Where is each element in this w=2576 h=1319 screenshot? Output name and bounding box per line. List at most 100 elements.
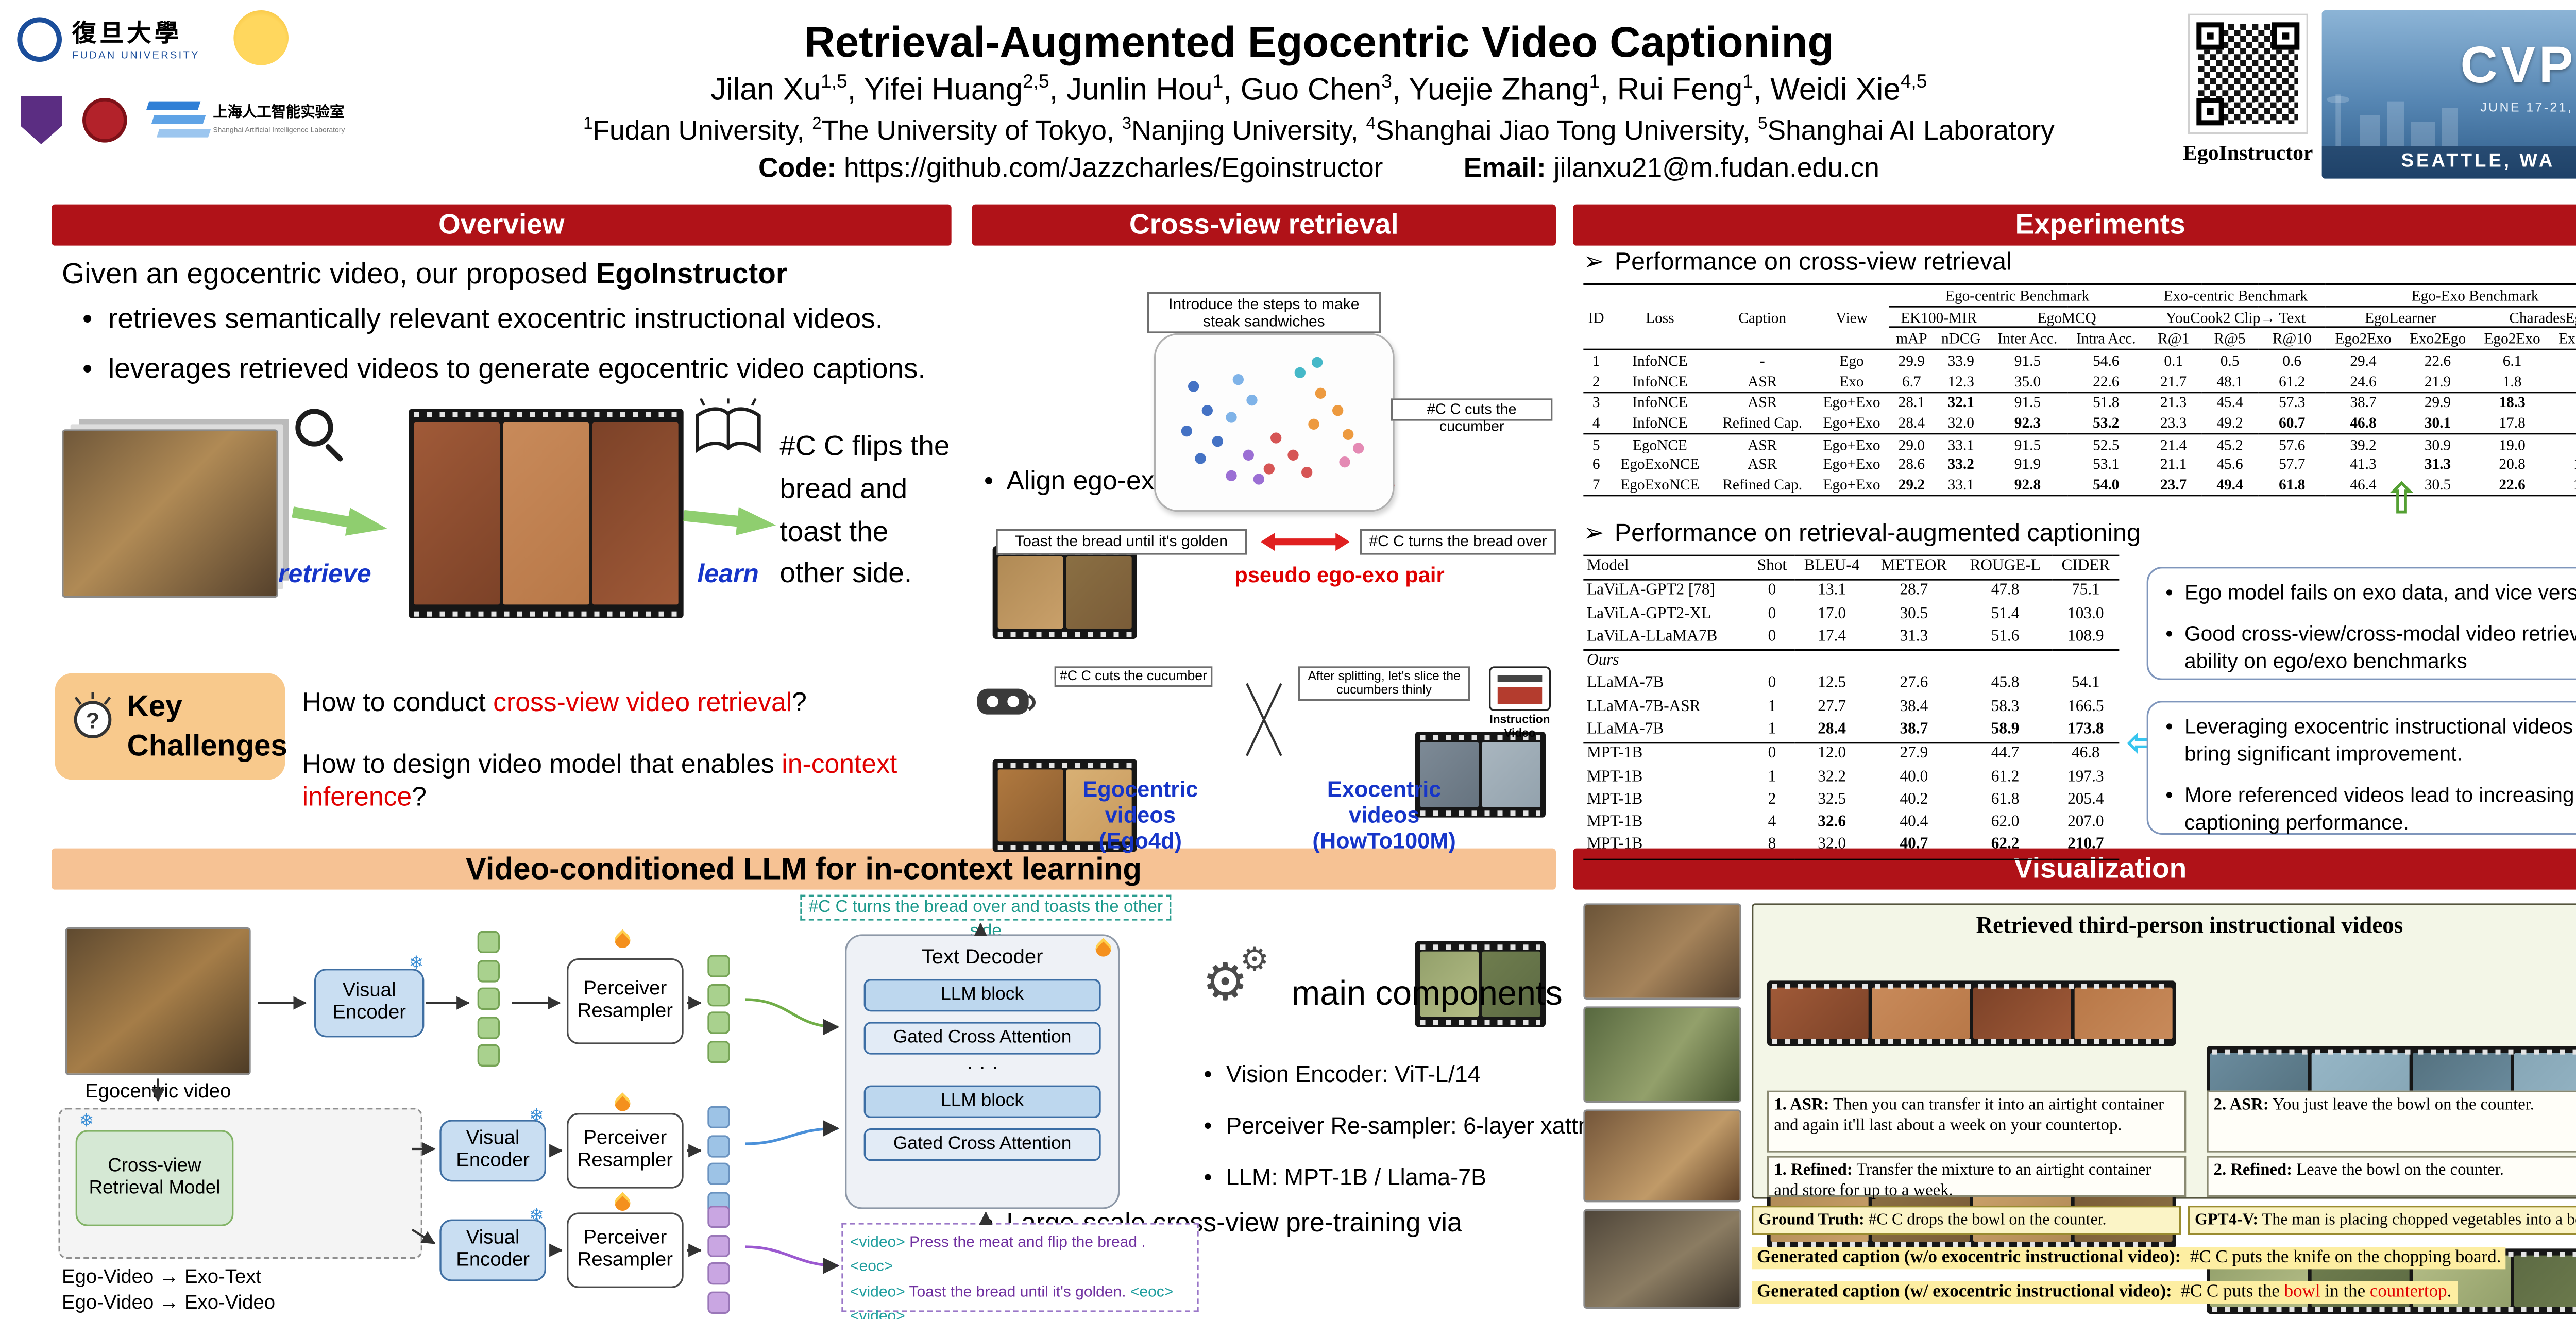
author: Yifei Huang2,5	[864, 72, 1049, 107]
ego-videos-label: Egocentric videos (Ego4d)	[1082, 776, 1198, 854]
visual-token	[707, 983, 730, 1006]
overview-caption: #C C flips the bread and toast the other…	[779, 431, 950, 590]
key-challenges-box: ? Key Challenges	[55, 673, 287, 780]
gated-cross-attention-1: Gated Cross Attention	[863, 1022, 1101, 1055]
overview-bullet-2: leverages retrieved videos to generate e…	[79, 353, 946, 391]
table-cell: 103.0	[2067, 605, 2104, 623]
table-cell: LaViLA-LLaMA7B	[1586, 628, 1718, 646]
generated-caption-without: Generated caption (w/o exocentric instru…	[1751, 1246, 2576, 1270]
decoder-ellipsis: · · ·	[966, 1054, 998, 1079]
instruction-video-icon: Instruction Video	[1484, 666, 1556, 749]
film-frame	[1482, 951, 1540, 1017]
table-cell: LaViLA-GPT2-XL	[1586, 605, 1711, 623]
table-cell: 28.7	[1900, 582, 1928, 600]
svg-text:?: ?	[86, 708, 99, 733]
visual-token	[707, 955, 730, 977]
crossview-section-header: Cross-view retrieval	[972, 204, 1556, 246]
table-cell: 21.4	[2160, 435, 2187, 453]
email-label: Email:	[1463, 154, 1546, 184]
email-link[interactable]: jilanxu21@m.fudan.edu.cn	[1553, 154, 1879, 184]
table-cell: LLaMA-7B	[1586, 675, 1664, 693]
viz-ego-photo-4	[1583, 1209, 1741, 1309]
table-cell: -	[1759, 352, 1765, 369]
table-cell: 1	[1768, 768, 1776, 786]
table-cell: 61.8	[2258, 475, 2326, 497]
table-cell: 28.4	[1818, 721, 1846, 739]
table-cell: 32.6	[1818, 814, 1846, 832]
code-url-link[interactable]: https://github.com/Jazzcharles/Egoinstru…	[843, 154, 1383, 184]
table-cell: 13.6	[2549, 454, 2576, 475]
challenge-2-highlight: in-context inference	[302, 750, 897, 813]
pair-mapping-1: Ego-Video → Exo-Text	[61, 1267, 262, 1288]
table-cell: 0.6	[2282, 352, 2302, 369]
table-cell: 21.7	[2145, 370, 2202, 393]
table-cell: 15.2	[2549, 475, 2576, 497]
table-cell: 0.1	[2164, 352, 2183, 369]
film-frame	[1872, 987, 1970, 1039]
table-cell: Refined Cap.	[1710, 412, 1814, 435]
table-cell: 45.2	[2216, 435, 2243, 453]
table-cell: 7.4	[2549, 350, 2576, 371]
table-cell: 53.1	[2093, 455, 2120, 474]
table-header-cell: R@10	[2258, 328, 2326, 351]
table-cell: 58.3	[1991, 698, 2020, 716]
challenge-1-highlight: cross-view video retrieval	[493, 688, 792, 718]
table-header-cell: R@1	[2145, 328, 2202, 351]
table-cell: 47.8	[1991, 582, 2020, 600]
llm-block-1: LLM block	[863, 978, 1101, 1012]
cvpr-city: SEATTLE, WA	[2321, 146, 2576, 179]
finding-note-3: Leveraging exocentric instructional vide…	[2164, 715, 2576, 769]
table-cell: 46.8	[2052, 742, 2120, 767]
table-cell: 17.4	[1818, 628, 1846, 646]
table-cell: 45.4	[2216, 394, 2243, 411]
overview-section-header: Overview	[51, 204, 952, 246]
exo-videos-label: Exocentric videos (HowTo100M)	[1312, 776, 1456, 854]
highlight-word-countertop: countertop	[2369, 1282, 2447, 1302]
table-cell: 205.4	[2067, 791, 2104, 809]
table-cell: 40.0	[1900, 768, 1928, 786]
author: Yuejie Zhang1	[1409, 72, 1600, 107]
table-cell: 92.8	[1988, 475, 2067, 497]
cvpr-banner: CVPR JUNE 17-21, 2024 SEATTLE, WA	[2321, 10, 2576, 179]
table-cell: 38.7	[2350, 394, 2377, 411]
finding-note-4: More referenced videos lead to increasin…	[2164, 783, 2576, 837]
visual-token	[477, 1044, 500, 1067]
author: Weidi Xie4,5	[1770, 72, 1927, 107]
perceiver-resampler-box-3: Perceiver Resampler	[566, 1212, 684, 1288]
perceiver-resampler-box-1: Perceiver Resampler	[566, 958, 684, 1044]
table-header-cell: Caption	[1710, 283, 1814, 351]
ailab-en-text: Shanghai Artificial Intelligence Laborat…	[213, 125, 345, 134]
table-cell: 51.8	[2093, 394, 2120, 411]
table-cell: 4	[1768, 814, 1776, 832]
exo-clip-strip-1	[1415, 731, 1546, 818]
table-header-cell: R@5	[2201, 328, 2258, 351]
table-cell: 57.6	[2279, 435, 2306, 453]
intro-egoinstructor: EgoInstructor	[596, 257, 787, 291]
snowflake-icon: ❄	[529, 1205, 545, 1226]
generated-caption-box: #C C turns the bread over and toasts the…	[800, 894, 1172, 941]
film-frame	[1770, 987, 1869, 1039]
table-cell: 30.5	[2400, 475, 2475, 497]
book-icon	[695, 398, 761, 453]
table-cell: Ego+Exo	[1814, 412, 1890, 435]
table-header-cell: Inter Acc.	[1988, 328, 2067, 351]
table-cell: 40.4	[1900, 814, 1928, 832]
table-cell: InfoNCE	[1632, 394, 1688, 411]
table-cell: 46.4	[2326, 475, 2401, 497]
table-cell: 62.0	[1991, 814, 2020, 832]
table-cell: 38.4	[1900, 698, 1928, 716]
visual-token-stack-2	[707, 955, 730, 1062]
table-cell: 41.3	[2350, 455, 2377, 474]
table-cell: 33.1	[1934, 475, 1989, 497]
snowflake-icon: ❄	[409, 953, 424, 974]
table-cell: 4	[1583, 412, 1609, 435]
table-cell: 38.7	[1900, 721, 1928, 739]
table-header-cell: Exo2Ego	[2549, 328, 2576, 351]
